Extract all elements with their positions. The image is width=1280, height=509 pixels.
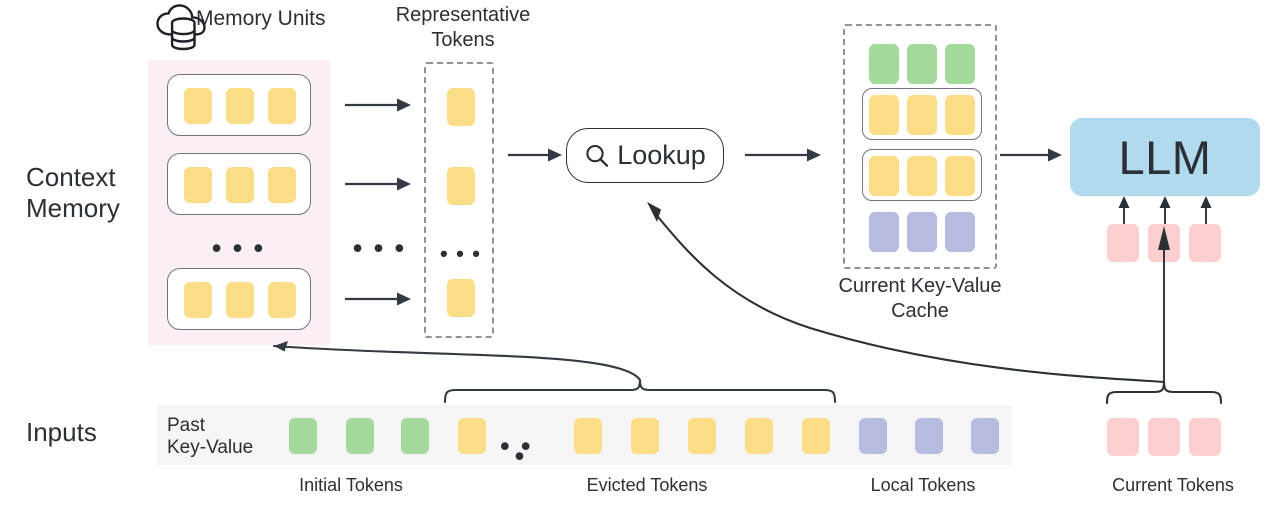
memory-token: [268, 282, 296, 318]
llm-box[interactable]: LLM: [1070, 118, 1260, 196]
current-token: [1107, 224, 1139, 262]
inputs-row-label: Inputs: [26, 417, 97, 447]
llm-label: LLM: [1118, 130, 1212, 184]
arrow-lookup-to-cache: [745, 148, 821, 162]
kv-token: [907, 156, 937, 196]
memory-token: [226, 282, 254, 318]
context-memory-row-label: Context Memory: [26, 162, 120, 223]
memory-token: [226, 88, 254, 124]
representative-tokens-header: Representative Tokens: [395, 4, 531, 51]
input-token-current: [1148, 418, 1180, 456]
kv-row-local: [869, 212, 975, 252]
caption-local-tokens: Local Tokens: [870, 475, 976, 495]
input-token-initial: [401, 418, 429, 454]
arrow-unit-to-rep-1: [345, 98, 411, 112]
kv-token: [907, 95, 937, 135]
caption-current-tokens: Current Tokens: [1112, 475, 1234, 495]
current-token: [1189, 224, 1221, 262]
input-tokens-ellipsis: • • •: [500, 431, 542, 471]
input-token-evicted: [802, 418, 830, 454]
memory-token: [184, 88, 212, 124]
cloud-database-icon: [154, 4, 212, 56]
representative-token: [447, 279, 475, 317]
evicted-to-memory-connector: [272, 341, 837, 404]
memory-unit[interactable]: [167, 268, 311, 330]
representative-tokens-box: • • •: [424, 62, 494, 338]
current-kv-cache-caption: Current Key-Value Cache: [838, 275, 1002, 322]
input-token-evicted: [688, 418, 716, 454]
kv-row-initial: [869, 44, 975, 84]
kv-token: [907, 44, 937, 84]
lookup-button[interactable]: Lookup: [566, 128, 724, 183]
input-token-evicted: [745, 418, 773, 454]
kv-token: [945, 44, 975, 84]
kv-row-retrieved: [862, 88, 982, 140]
memory-token: [268, 167, 296, 203]
arrow-unit-to-rep-3: [345, 292, 411, 306]
current-tokens-connector: [647, 202, 1223, 405]
current-kv-cache-box: [843, 24, 997, 269]
kv-token: [869, 212, 899, 252]
memory-token: [226, 167, 254, 203]
memory-token: [268, 88, 296, 124]
input-token-initial: [346, 418, 374, 454]
arrow-cache-to-llm: [1000, 148, 1062, 162]
input-token-evicted: [631, 418, 659, 454]
input-token-current: [1107, 418, 1139, 456]
caption-evicted-tokens: Evicted Tokens: [586, 475, 708, 495]
arrows-ellipsis: • • •: [352, 233, 408, 263]
kv-row-retrieved: [862, 149, 982, 201]
representative-token: [447, 167, 475, 205]
representative-tokens-ellipsis: • • •: [440, 241, 482, 266]
kv-token: [907, 212, 937, 252]
kv-token: [869, 95, 899, 135]
input-token-evicted: [574, 418, 602, 454]
memory-units-header: Memory Units: [196, 7, 326, 30]
memory-token: [184, 167, 212, 203]
memory-token: [184, 282, 212, 318]
input-token-local: [859, 418, 887, 454]
kv-token: [869, 44, 899, 84]
kv-token: [945, 156, 975, 196]
arrows-tokens-to-llm: [1118, 196, 1212, 226]
memory-unit[interactable]: [167, 153, 311, 215]
arrow-rep-to-lookup: [508, 148, 562, 162]
caption-initial-tokens: Initial Tokens: [299, 475, 403, 495]
representative-token: [447, 88, 475, 126]
memory-unit[interactable]: [167, 74, 311, 136]
arrow-unit-to-rep-2: [345, 177, 411, 191]
search-icon: [584, 143, 610, 169]
input-token-current: [1189, 418, 1221, 456]
memory-units-ellipsis: • • •: [211, 233, 267, 263]
kv-token: [945, 212, 975, 252]
input-token-local: [971, 418, 999, 454]
kv-token: [869, 156, 899, 196]
past-key-value-label: Past Key-Value: [167, 415, 254, 458]
kv-token: [945, 95, 975, 135]
input-token-local: [915, 418, 943, 454]
input-token-evicted: [458, 418, 486, 454]
lookup-label: Lookup: [617, 140, 706, 170]
input-token-initial: [289, 418, 317, 454]
